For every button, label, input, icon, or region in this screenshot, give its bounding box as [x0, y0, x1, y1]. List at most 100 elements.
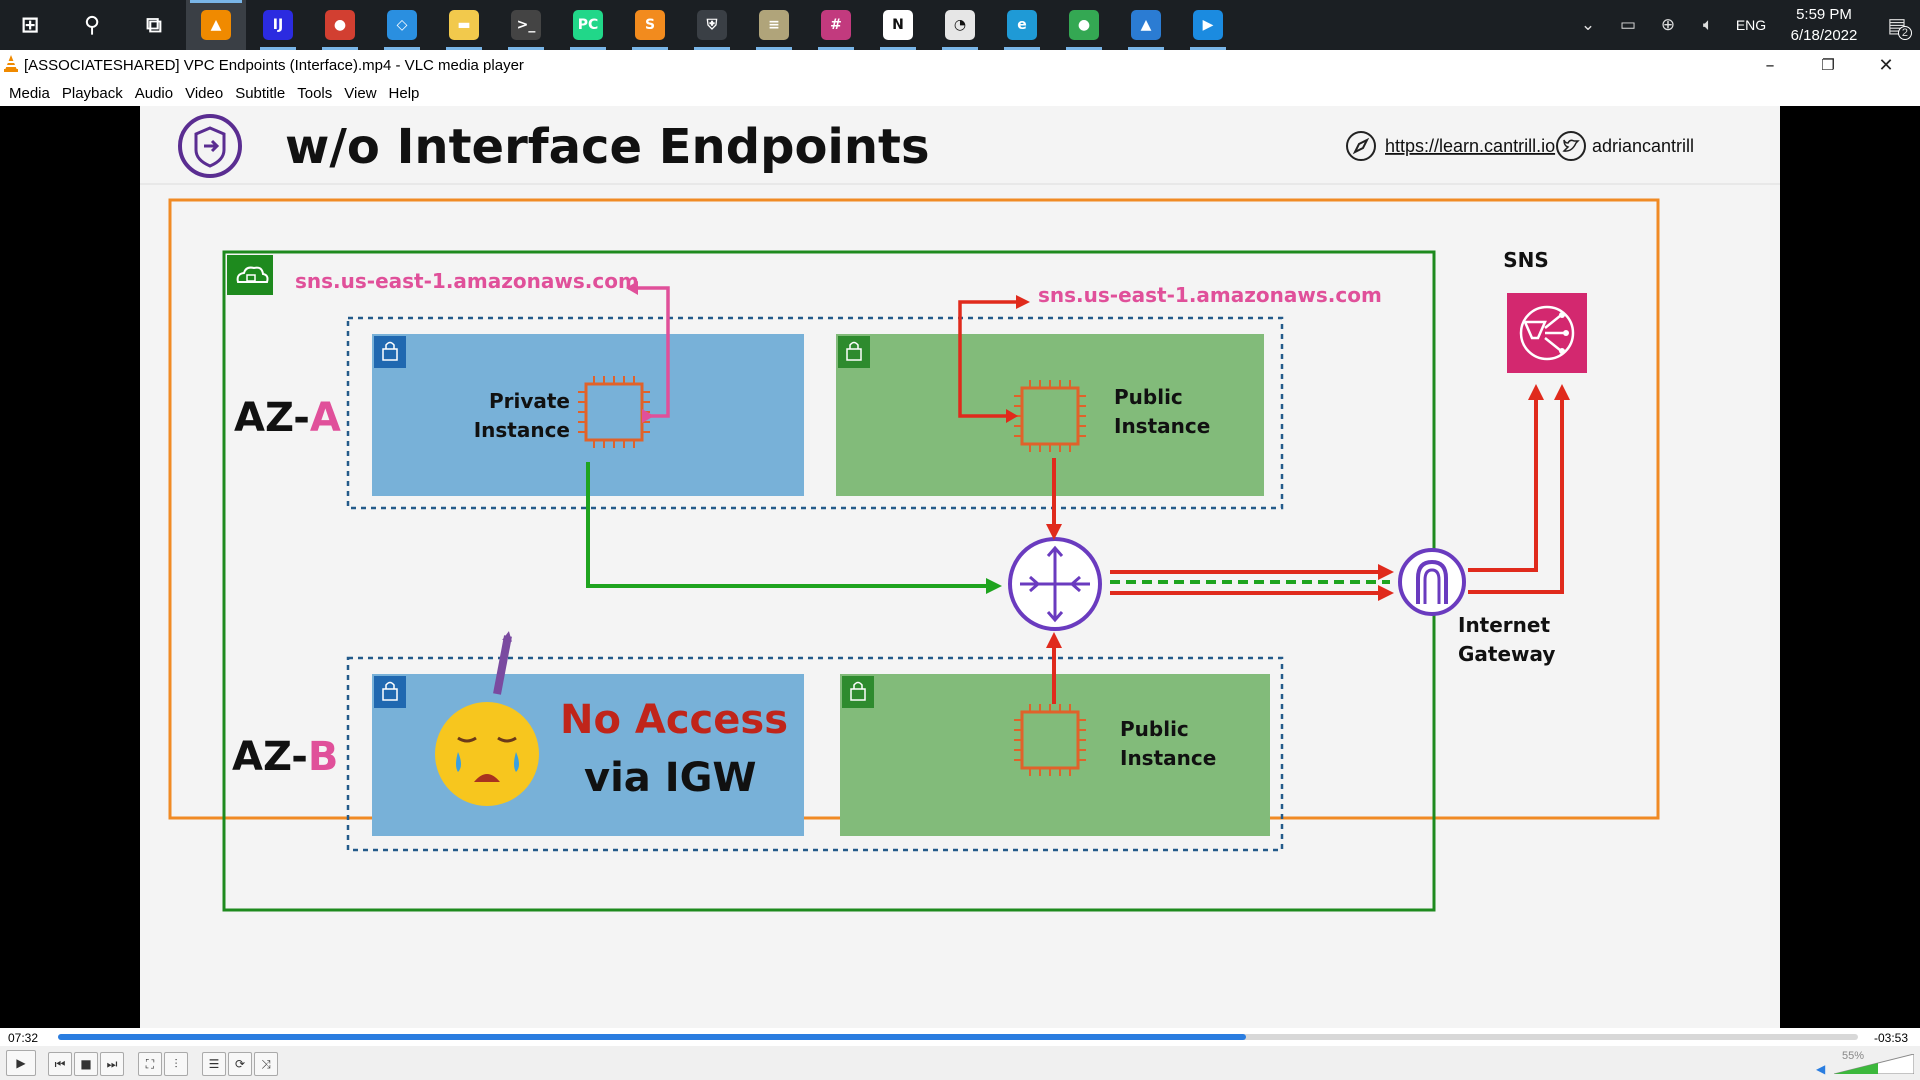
- chrome-icon: ●: [325, 10, 355, 40]
- volume-slider[interactable]: 55%: [1833, 1050, 1915, 1075]
- public-subnet-b-lock-icon: [842, 676, 874, 708]
- taskbar-button[interactable]: S: [620, 0, 680, 50]
- menu-tools[interactable]: Tools: [297, 84, 333, 102]
- minimize-button[interactable]: –: [1765, 54, 1775, 76]
- seek-bar[interactable]: [58, 1034, 1858, 1040]
- seek-bar-fill: [58, 1034, 1246, 1040]
- no-access-line2: via IGW: [584, 755, 757, 801]
- stop-button[interactable]: ■: [74, 1052, 98, 1076]
- taskbar-button[interactable]: >_: [496, 0, 556, 50]
- taskbar-button[interactable]: ▶: [1178, 0, 1238, 50]
- clock[interactable]: 5:59 PM 6/18/2022: [1774, 4, 1874, 46]
- network-icon[interactable]: ⊕: [1660, 15, 1676, 34]
- taskbar-button[interactable]: ◔: [930, 0, 990, 50]
- taskbar-button[interactable]: ⧉: [124, 0, 184, 50]
- public-instance-b-label-1: Public: [1120, 717, 1189, 741]
- photos-icon: ▲: [1131, 10, 1161, 40]
- chrome-2-icon: ●: [1069, 10, 1099, 40]
- intellij-icon: IJ: [263, 10, 293, 40]
- window-title: [ASSOCIATESHARED] VPC Endpoints (Interfa…: [24, 56, 524, 74]
- taskbar: ⊞⚲⧉ ▲ IJ ● ◇▬ >_ PC S ⛨ ≡ #N ◔ e ● ▲ ▶ ⌄ ▭ ⊕ 🔈︎ ENG 5:5…: [0, 0, 1920, 50]
- play-button[interactable]: ▶: [6, 1050, 36, 1076]
- pycharm-icon: PC: [573, 10, 603, 40]
- system-tray: ⌄ ▭ ⊕ 🔈︎ ENG 5:59 PM 6/18/2022 ▤ 2: [1568, 0, 1920, 50]
- menu-media[interactable]: Media: [9, 84, 50, 102]
- slide-title: w/o Interface Endpoints: [285, 119, 930, 175]
- crying-emoji-icon: [435, 702, 539, 806]
- volume-level: 55%: [1842, 1050, 1865, 1062]
- defender-icon: ⛨: [697, 10, 727, 40]
- taskbar-button[interactable]: ●: [310, 0, 370, 50]
- taskbar-button[interactable]: IJ: [248, 0, 308, 50]
- taskbar-button[interactable]: ⊞: [0, 0, 60, 50]
- terminal-icon: >_: [511, 10, 541, 40]
- taskbar-button[interactable]: ▲: [186, 0, 246, 50]
- az-a-label: AZ-A: [234, 395, 341, 441]
- public-instance-a-label-2: Instance: [1114, 414, 1210, 438]
- course-link[interactable]: https://learn.cantrill.io: [1385, 136, 1555, 156]
- az-a-box: [346, 316, 1284, 510]
- sns-icon: [1507, 293, 1587, 373]
- public-to-endpoint-arrow: [958, 300, 1020, 418]
- public-subnet-a: [836, 334, 1264, 496]
- private-arrowhead-right: [642, 409, 654, 423]
- sns-arrowhead-2: [1554, 384, 1570, 400]
- speaker-icon[interactable]: 🔈︎: [1702, 15, 1714, 34]
- battery-icon[interactable]: ▭: [1619, 15, 1637, 34]
- close-button[interactable]: ✕: [1878, 54, 1894, 76]
- playlist-button[interactable]: ☰: [202, 1052, 226, 1076]
- sns-label: SNS: [1503, 248, 1549, 272]
- clock-app-icon: ◔: [945, 10, 975, 40]
- notifications-button[interactable]: ▤ 2: [1874, 0, 1920, 50]
- edge-icon: e: [1007, 10, 1037, 40]
- menubar: Media Playback Audio Video Subtitle Tools View…: [0, 80, 1920, 106]
- public-instance-a-label-1: Public: [1114, 385, 1183, 409]
- stack-app-icon: ≡: [759, 10, 789, 40]
- taskbar-button[interactable]: ⚲: [62, 0, 122, 50]
- remaining-time[interactable]: -03:53: [1874, 1031, 1909, 1045]
- extended-settings-button[interactable]: ⫶: [164, 1052, 188, 1076]
- public-subnet-lock-icon: [838, 336, 870, 368]
- private-endpoint-label: sns.us-east-1.amazonaws.com: [295, 269, 639, 293]
- blocked-arrow: [493, 631, 512, 695]
- chevron-up-icon[interactable]: ⌄: [1580, 15, 1596, 34]
- public-instance-b-label-2: Instance: [1120, 746, 1216, 770]
- sublime-icon: S: [635, 10, 665, 40]
- private-to-router-arrow: [586, 462, 988, 588]
- internet-gateway-icon: [1398, 548, 1466, 616]
- shuffle-button[interactable]: ⤨: [254, 1052, 278, 1076]
- vlc-cone-icon: [4, 54, 18, 76]
- taskbar-button[interactable]: PC: [558, 0, 618, 50]
- language-indicator[interactable]: ENG: [1735, 17, 1767, 33]
- taskbar-button[interactable]: ●: [1054, 0, 1114, 50]
- igw-to-sns-arrow-2: [1468, 398, 1564, 594]
- menu-playback[interactable]: Playback: [61, 84, 123, 102]
- taskbar-button[interactable]: ▬: [434, 0, 494, 50]
- taskbar-button[interactable]: ≡: [744, 0, 804, 50]
- igw-arrowhead-bottom: [1378, 585, 1394, 601]
- taskbar-button[interactable]: N: [868, 0, 928, 50]
- menu-subtitle[interactable]: Subtitle: [235, 84, 286, 102]
- player-controls: ▶ ⏮ ■ ⏭ ⛶ ⫶ ☰ ⟳ ⤨ ◀ 55%: [0, 1046, 1920, 1080]
- vlc-icon: ▲: [201, 10, 231, 40]
- media-player-icon: ▶: [1193, 10, 1223, 40]
- next-button[interactable]: ⏭: [100, 1052, 124, 1076]
- loop-button[interactable]: ⟳: [228, 1052, 252, 1076]
- volume-speaker-icon[interactable]: ◀: [1816, 1062, 1826, 1076]
- fullscreen-button[interactable]: ⛶: [138, 1052, 162, 1076]
- taskbar-button[interactable]: #: [806, 0, 866, 50]
- twitter-handle: adriancantrill: [1592, 136, 1694, 156]
- taskbar-button[interactable]: ⛨: [682, 0, 742, 50]
- menu-video[interactable]: Video: [185, 84, 224, 102]
- video-area[interactable]: w/o Interface Endpoints https://learn.ca…: [0, 106, 1920, 1028]
- taskbar-button[interactable]: ◇: [372, 0, 432, 50]
- taskbar-button[interactable]: e: [992, 0, 1052, 50]
- taskbar-button[interactable]: ▲: [1116, 0, 1176, 50]
- menu-view[interactable]: View: [344, 84, 377, 102]
- vpc-cloud-icon: [227, 255, 273, 295]
- restore-button[interactable]: ❐: [1821, 56, 1835, 74]
- menu-audio[interactable]: Audio: [134, 84, 174, 102]
- clock-time: 5:59 PM: [1796, 6, 1852, 23]
- menu-help[interactable]: Help: [388, 84, 420, 102]
- previous-button[interactable]: ⏮: [48, 1052, 72, 1076]
